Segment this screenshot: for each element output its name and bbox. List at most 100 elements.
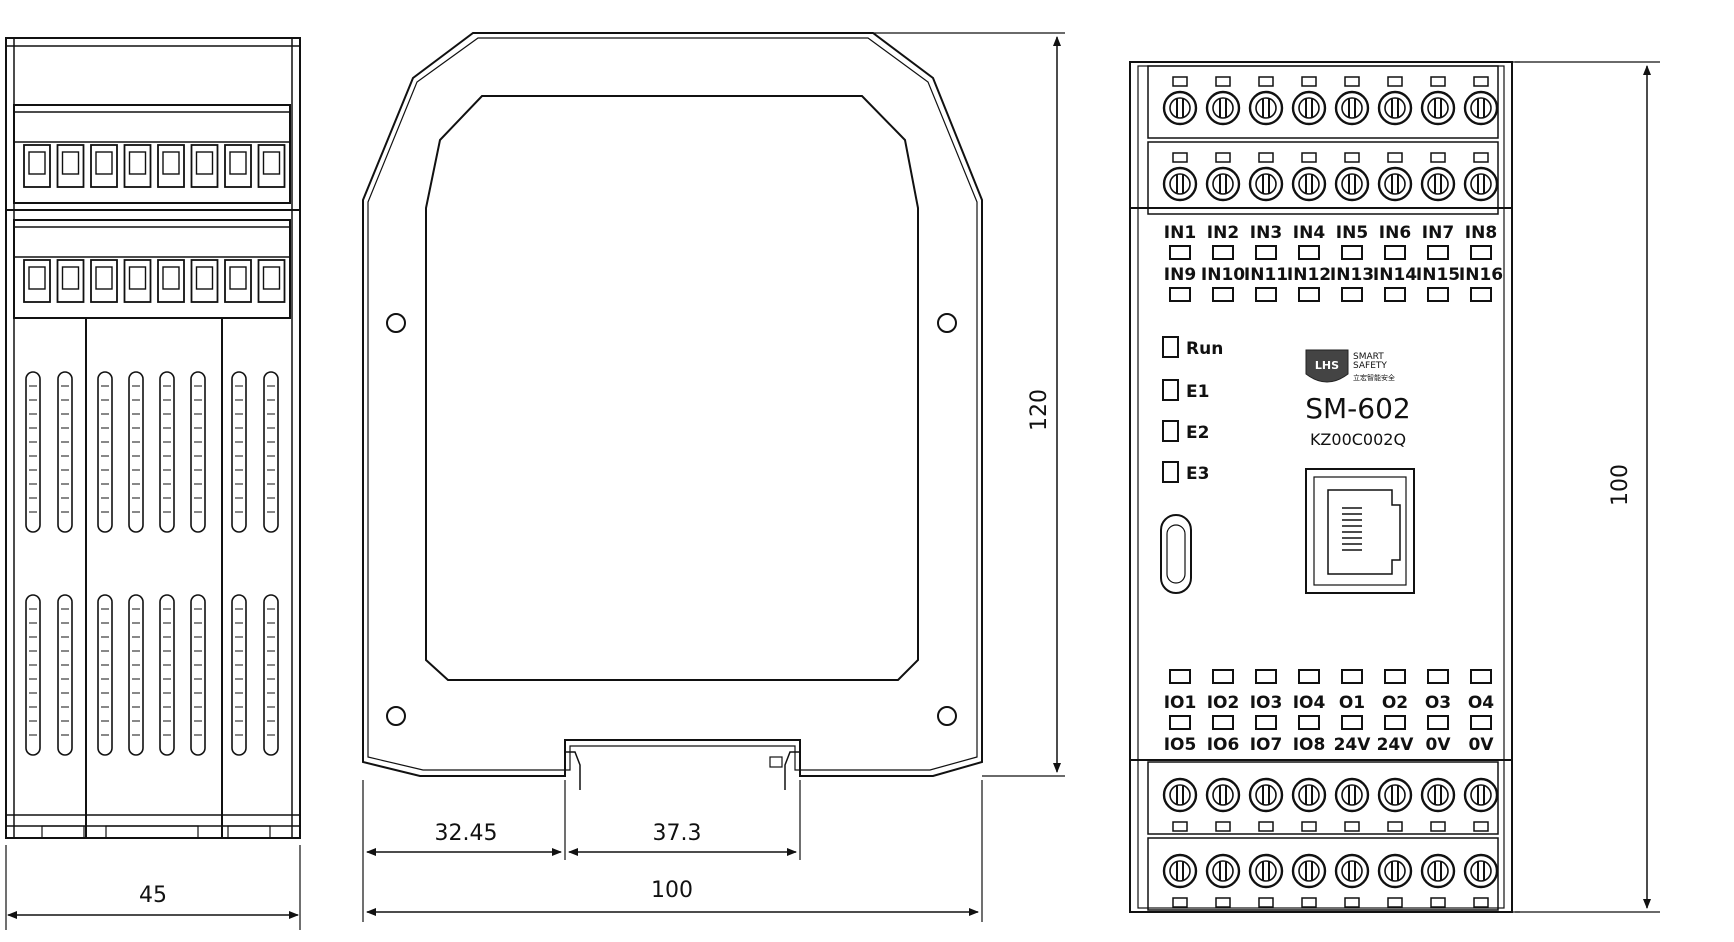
terminal-screw-icon: [1162, 777, 1198, 813]
terminal-slot: [90, 259, 118, 303]
terminal-screw-inner: [1255, 784, 1277, 806]
vent-slot: [25, 371, 41, 533]
vent-slot: [190, 594, 206, 756]
led-indicator: [1427, 245, 1449, 260]
output-label: IO5: [1164, 735, 1197, 755]
vent-slot: [263, 371, 279, 533]
terminal-screw-icon: [1291, 166, 1327, 202]
led-indicator: [1169, 287, 1191, 302]
terminal-tab: [1430, 821, 1446, 832]
led-indicator: [1470, 715, 1492, 730]
terminal-screw-inner: [1169, 97, 1191, 119]
terminal-slot: [224, 259, 252, 303]
led-indicator: [1427, 669, 1449, 684]
terminal-tab: [1215, 821, 1231, 832]
status-led-label: E3: [1186, 464, 1209, 484]
led-indicator: [1427, 715, 1449, 730]
terminal-slot: [190, 259, 219, 303]
terminal-tab: [1215, 152, 1231, 163]
vent-slot: [97, 371, 113, 533]
terminal-screw-inner: [1427, 784, 1449, 806]
front-view: [1129, 61, 1660, 913]
led-indicator: [1341, 245, 1363, 260]
output-label: IO7: [1250, 735, 1283, 755]
output-label: IO3: [1250, 693, 1283, 713]
output-label: O3: [1425, 693, 1451, 713]
terminal-screw-icon: [1377, 90, 1413, 126]
led-indicator: [1341, 669, 1363, 684]
terminal-screw-icon: [1248, 853, 1284, 889]
logo-text-smart: SMART: [1353, 352, 1384, 362]
terminal-screw-inner: [1470, 97, 1492, 119]
input-label: IN5: [1336, 223, 1368, 243]
vent-slot: [231, 371, 247, 533]
terminal-slot-inner: [195, 266, 214, 290]
terminal-screw-icon: [1248, 90, 1284, 126]
mount-hole: [386, 313, 406, 333]
terminal-screw-icon: [1334, 853, 1370, 889]
terminal-screw-inner: [1470, 784, 1492, 806]
mount-hole: [386, 706, 406, 726]
side-terminal-block-lower: [13, 219, 291, 319]
vent-slot: [263, 594, 279, 756]
terminal-slot: [123, 144, 152, 188]
led-indicator: [1470, 245, 1492, 260]
terminal-screw-inner: [1212, 860, 1234, 882]
terminal-tab: [1172, 152, 1188, 163]
output-label: IO8: [1293, 735, 1326, 755]
status-led: [1162, 420, 1179, 442]
terminal-tab: [1344, 152, 1360, 163]
terminal-screw-inner: [1255, 173, 1277, 195]
terminal-screw-icon: [1205, 166, 1241, 202]
led-indicator: [1212, 715, 1234, 730]
terminal-screw-inner: [1169, 860, 1191, 882]
terminal-tab: [1301, 152, 1317, 163]
terminal-screw-inner: [1212, 97, 1234, 119]
terminal-slot-inner: [229, 151, 247, 175]
input-label: IN6: [1379, 223, 1411, 243]
front-terminal-row-2: [1147, 141, 1499, 215]
terminal-slot: [23, 144, 51, 188]
status-led: [1162, 379, 1179, 401]
terminal-slot-inner: [262, 266, 281, 290]
terminal-screw-inner: [1384, 784, 1406, 806]
terminal-slot: [257, 259, 286, 303]
vent-slot: [128, 371, 144, 533]
terminal-tab: [1473, 152, 1489, 163]
terminal-screw-icon: [1377, 777, 1413, 813]
terminal-screw-icon: [1377, 166, 1413, 202]
terminal-slot-inner: [61, 266, 80, 290]
status-led-label: E2: [1186, 423, 1209, 443]
input-label: IN2: [1207, 223, 1239, 243]
terminal-screw-icon: [1420, 90, 1456, 126]
terminal-screw-inner: [1427, 97, 1449, 119]
profile-left-offset-dimension: 32.45: [435, 821, 498, 846]
profile-outline: [362, 32, 983, 777]
terminal-screw-icon: [1463, 777, 1499, 813]
vent-slot: [57, 594, 73, 756]
vent-slot: [159, 594, 175, 756]
terminal-screw-icon: [1463, 853, 1499, 889]
terminal-tab: [1430, 152, 1446, 163]
terminal-screw-icon: [1420, 777, 1456, 813]
status-led: [1162, 461, 1179, 483]
terminal-tab: [1387, 152, 1403, 163]
terminal-tab: [1430, 76, 1446, 87]
input-label: IN3: [1250, 223, 1282, 243]
output-label: IO4: [1293, 693, 1326, 713]
vent-slot: [159, 371, 175, 533]
terminal-tab: [1344, 76, 1360, 87]
terminal-screw-icon: [1420, 166, 1456, 202]
terminal-screw-icon: [1248, 777, 1284, 813]
terminal-tab: [1430, 897, 1446, 908]
terminal-slot: [90, 144, 118, 188]
terminal-screw-inner: [1255, 97, 1277, 119]
led-indicator: [1298, 715, 1320, 730]
terminal-screw-inner: [1212, 784, 1234, 806]
terminal-screw-icon: [1334, 777, 1370, 813]
terminal-slot: [157, 144, 185, 188]
terminal-screw-inner: [1341, 173, 1363, 195]
terminal-screw-icon: [1334, 90, 1370, 126]
terminal-screw-inner: [1169, 173, 1191, 195]
